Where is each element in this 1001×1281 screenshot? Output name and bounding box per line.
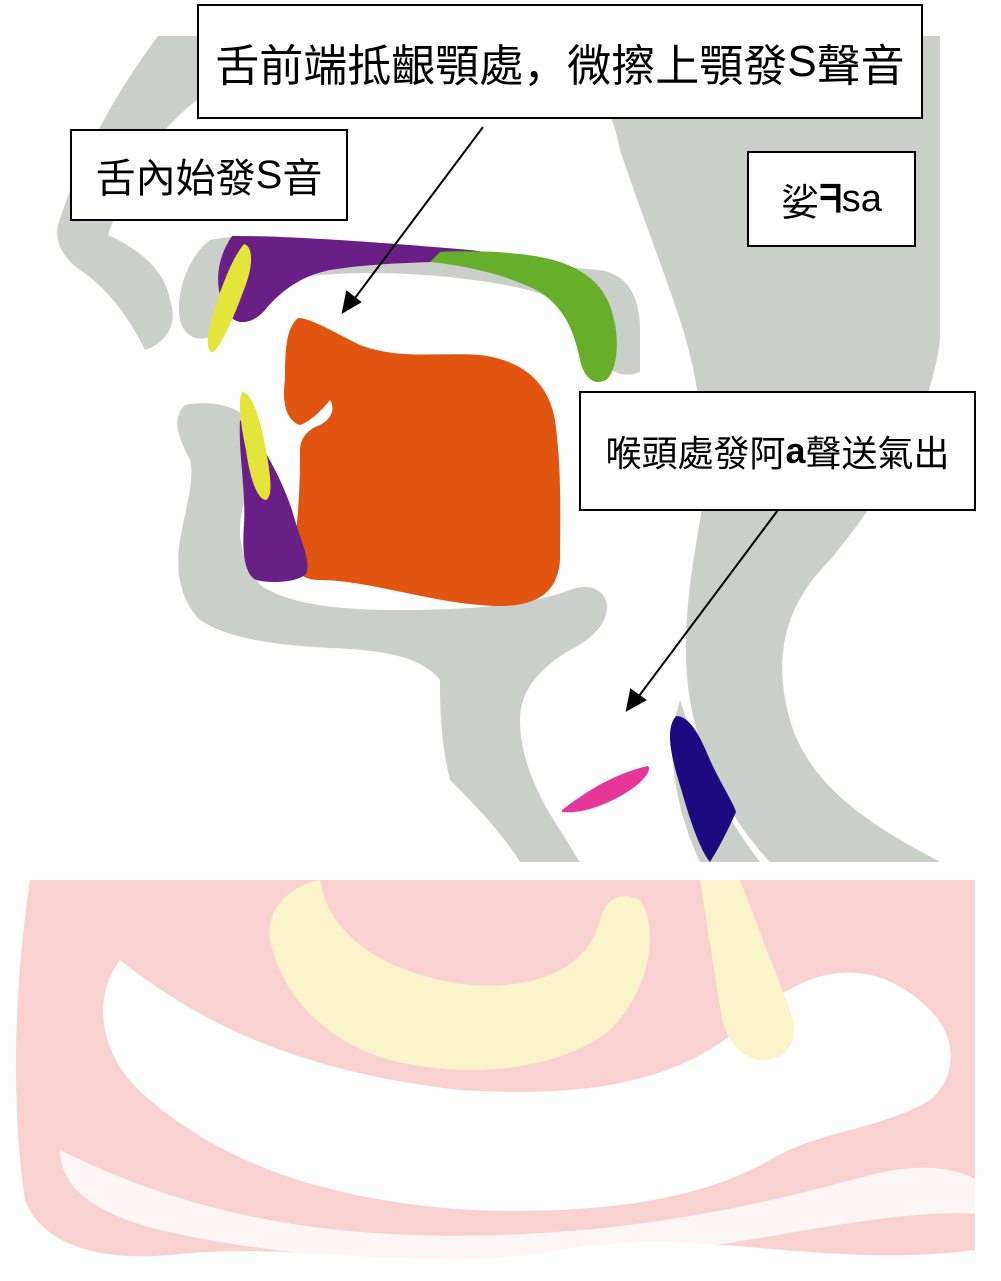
- throat-label-prefix: 喉頭處發阿: [605, 434, 786, 475]
- lower-tooth: [239, 392, 271, 500]
- tongue-front-label-letter: S: [787, 36, 817, 86]
- lower-jaw-and-chin: [177, 403, 608, 862]
- throat-label-letter: a: [785, 430, 806, 471]
- upper-lip: [218, 236, 499, 323]
- vocal-folds: [669, 716, 736, 862]
- watermark-yellow-arc: [269, 880, 650, 1070]
- upper-tooth: [207, 244, 252, 353]
- watermark-white-band: [60, 1150, 990, 1263]
- watermark-yellow-stem: [700, 880, 794, 1060]
- tongue-start-label-letter: S: [255, 152, 283, 197]
- syllable-han-char: 娑: [781, 180, 820, 225]
- tongue: [283, 318, 561, 606]
- tongue-start-label-suffix: 音: [282, 156, 323, 202]
- arrow-palate-line: [351, 126, 484, 303]
- arrows: [341, 126, 779, 712]
- watermark-background: [0, 862, 1001, 1281]
- tongue-start-label-prefix: 舌內始發: [95, 156, 256, 202]
- epiglottis: [562, 766, 649, 813]
- nasal-cavity-and-palate: [57, 36, 940, 862]
- arrowhead-throat: [625, 688, 647, 712]
- arrowhead-palate: [341, 290, 362, 314]
- tongue-front-label-suffix: 聲音: [816, 40, 905, 92]
- throat-label-suffix: 聲送氣出: [805, 434, 950, 475]
- syllable-roman: sa: [841, 177, 882, 220]
- syllable-siddham-char: ᖷ: [819, 176, 842, 221]
- arrow-throat-line: [635, 509, 779, 701]
- soft-palate: [430, 251, 617, 382]
- tongue-front-label-prefix: 舌前端抵齦顎處，微擦上顎發: [215, 40, 788, 92]
- watermark-inner-white: [103, 960, 951, 1211]
